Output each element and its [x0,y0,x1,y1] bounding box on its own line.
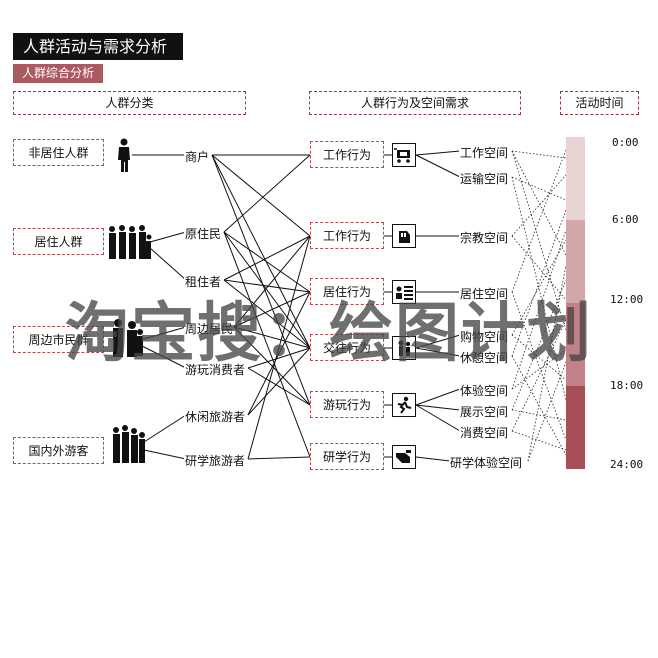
space-exhibition: 展示空间 [459,403,510,420]
time-segment-morning [566,220,585,303]
header-time: 活动时间 [560,91,639,115]
behavior-living: 居住行为 [310,278,384,305]
time-segment-night [566,137,585,220]
time-tick-18: 18:00 [610,379,644,392]
space-religious: 宗教空间 [459,229,510,246]
space-transport: 运输空间 [459,170,510,187]
hand-icon [392,445,416,469]
time-tick-24: 24:00 [610,458,644,471]
cart-icon [392,143,416,167]
space-rest: 休憩空间 [459,349,510,366]
subgroup-natives: 原住民 [184,225,223,242]
group-non-resident: 非居住人群 [13,139,104,166]
subgroup-leisure-tourists: 休闲旅游者 [184,408,247,425]
subgroup-merchants: 商户 [184,148,211,165]
watermark-text: 淘宝搜：绘图计划 [65,297,593,371]
home-list-icon [392,280,416,304]
space-experience: 体验空间 [459,382,510,399]
subgroup-tenants: 租住者 [184,273,223,290]
group-nearby-citizens: 周边市民群 [13,326,104,353]
space-consumption: 消费空间 [459,424,510,441]
time-tick-0: 0:00 [612,136,639,149]
running-icon [392,393,416,417]
subgroup-consumers: 游玩消费者 [184,361,247,378]
group-resident: 居住人群 [13,228,104,255]
group-tourists: 国内外游客 [13,437,104,464]
page-title: 人群活动与需求分析 [13,33,183,60]
time-tick-6: 6:00 [612,213,639,226]
space-living: 居住空间 [459,285,510,302]
time-bar [566,137,585,469]
time-tick-12: 12:00 [610,293,644,306]
group-silhouette-icon [109,225,152,259]
section-subtitle: 人群综合分析 [13,64,103,83]
behavior-work-2: 工作行为 [310,222,384,249]
header-groups: 人群分类 [13,91,246,115]
time-segment-evening [566,386,585,469]
behavior-play: 游玩行为 [310,391,384,418]
behavior-work-1: 工作行为 [310,141,384,168]
space-work: 工作空间 [459,144,510,161]
subgroup-nearby-residents: 周边居民 [184,320,235,337]
header-behaviors: 人群行为及空间需求 [309,91,521,115]
group-silhouette-icon [113,425,145,463]
solid-links [132,150,461,462]
space-shopping: 购物空间 [459,328,510,345]
time-segment-afternoon [566,303,585,386]
dotted-time-links [511,149,567,462]
behavior-study: 研学行为 [310,443,384,470]
group-silhouette-icon [113,319,143,357]
behavior-social: 交往行为 [310,334,384,361]
handshake-icon [392,224,416,248]
space-study-experience: 研学体验空间 [449,454,524,471]
subgroup-study-tourists: 研学旅游者 [184,452,247,469]
person-silhouette-icon [118,138,130,172]
people-icon [392,336,416,360]
